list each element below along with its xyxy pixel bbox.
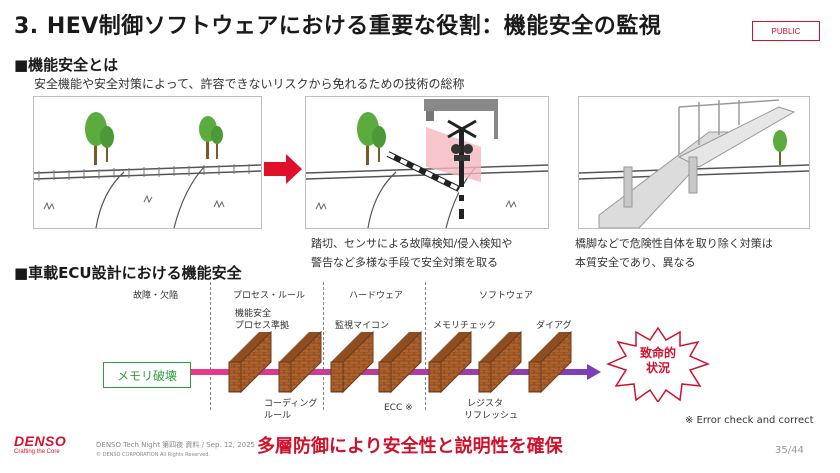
memory-corruption-box: メモリ破壊	[103, 362, 191, 388]
wall-label-ecc: ECC ※	[384, 403, 413, 413]
fatal-situation-label: 致命的 状況	[634, 346, 682, 376]
arrow-right-icon	[264, 154, 302, 184]
wall-label-process-compliance: プロセス準拠	[235, 321, 290, 331]
page-number: 35/44	[775, 445, 804, 456]
wall-label-diagnosis: ダイアグ	[536, 321, 572, 331]
tree-icon	[773, 130, 787, 165]
column-label-fault: 故障・欠陥	[133, 291, 179, 301]
barrier-arm	[386, 151, 461, 192]
brick-wall-icon	[528, 330, 572, 394]
brick-wall-icon	[278, 330, 322, 394]
logo-wordmark: DENSO	[14, 433, 67, 449]
fatal-label-line1: 致命的	[639, 346, 676, 360]
sensor-beam	[426, 127, 481, 182]
column-divider	[323, 282, 324, 410]
logo-tagline: Crafting the Core	[14, 449, 60, 455]
defense-layers-diagram	[189, 330, 601, 394]
brick-wall-icon	[428, 330, 472, 394]
brick-wall-icon	[330, 330, 374, 394]
wall-label-memory-check: メモリチェック	[433, 321, 497, 331]
column-label-hardware: ハードウェア	[349, 291, 404, 301]
fatal-burst-icon	[606, 326, 710, 402]
brick-wall-icon	[478, 330, 522, 394]
caption-bridge-line2: 本質安全であり、異なる	[575, 256, 696, 269]
sensor-icon	[424, 99, 498, 139]
tree-icon	[357, 112, 386, 165]
footer-meta: DENSO Tech Night 第四夜 資料 / Sep. 12, 2025	[96, 441, 256, 449]
crossing-illustration	[306, 99, 548, 228]
tree-icon	[199, 116, 223, 159]
wall-label-refresh: リフレッシュ	[464, 411, 519, 421]
section-heading-functional-safety: ■機能安全とは	[14, 56, 119, 74]
section-heading-ecu-safety: ■車載ECU設計における機能安全	[14, 264, 242, 282]
wall-label-register: レジスタ	[467, 399, 504, 409]
wall-label-rules: ルール	[264, 411, 292, 421]
column-divider	[425, 282, 426, 410]
caption-bridge-line1: 橋脚などで危険性自体を取り除く対策は	[575, 237, 773, 250]
brick-wall-icon	[228, 330, 272, 394]
railroad-illustration	[34, 112, 261, 228]
wall-label-monitoring-mcu: 監視マイコン	[335, 321, 390, 331]
tree-icon	[85, 112, 114, 165]
ecc-footnote: ※ Error check and correct	[685, 415, 814, 426]
definition-text: 安全機能や安全対策によって、許容できないリスクから免れるための技術の総称	[34, 77, 465, 91]
public-badge: PUBLIC	[752, 21, 820, 41]
caption-crossing-line2: 警告など多様な手段で安全対策を取る	[311, 256, 498, 269]
column-divider	[210, 282, 211, 410]
footer-copyright: © DENSO CORPORATION All Rights Reserved.	[96, 452, 210, 458]
bridge-illustration	[579, 99, 809, 228]
crossing-signal-icon	[447, 119, 477, 219]
brick-wall-icon	[378, 330, 422, 394]
conclusion-text: 多層防御により安全性と説明性を確保	[257, 436, 563, 457]
panel-overpass-bridge	[578, 96, 810, 229]
denso-logo: DENSO Crafting the Core	[14, 433, 66, 455]
wall-label-functional-safety: 機能安全	[235, 309, 272, 319]
wall-label-coding: コーディング	[264, 399, 318, 409]
column-label-software: ソフトウェア	[479, 291, 534, 301]
panel-railroad-crossing	[305, 96, 549, 229]
fatal-label-line2: 状況	[645, 361, 670, 375]
column-label-process: プロセス・ルール	[233, 291, 306, 301]
page-title: 3. HEV制御ソフトウェアにおける重要な役割：機能安全の監視	[14, 14, 662, 39]
caption-crossing-line1: 踏切、センサによる故障検知/侵入検知や	[311, 237, 513, 250]
panel-railroad-plain	[33, 96, 262, 229]
